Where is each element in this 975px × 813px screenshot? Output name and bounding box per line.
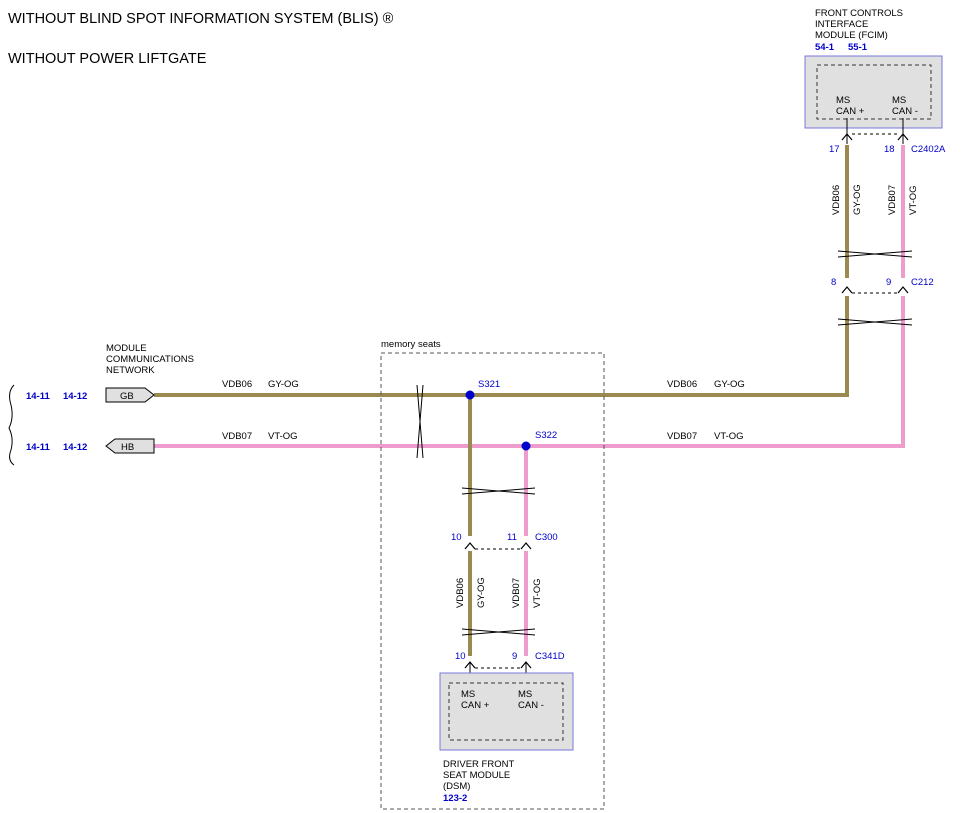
c2402a-pin-18: 18 <box>884 144 895 155</box>
dsm-name-line1: DRIVER FRONT <box>443 759 514 770</box>
hb-page-ref-14-12[interactable]: 14-12 <box>63 442 87 453</box>
dsm-name-line3: (DSM) <box>443 781 470 792</box>
wire-hb-left-circuit: VDB07 <box>222 431 252 442</box>
fcim-internal-boundary <box>816 64 932 120</box>
dsm-module-box <box>439 672 574 751</box>
network-label-line3: NETWORK <box>106 365 155 376</box>
splice-s321 <box>465 390 475 400</box>
c2402a-pin18-arrow-icon <box>897 133 909 141</box>
wire-vdb07-dsm-circuit: VDB07 <box>511 578 522 608</box>
c212-pin8-arrow-icon <box>841 286 853 294</box>
wire-hb-right-circuit: VDB07 <box>667 431 697 442</box>
c300-pin10-arrow-icon <box>464 542 476 550</box>
fcim-module-box <box>804 55 943 129</box>
fcim-pin-ms-can-minus-line1: MS <box>892 95 906 106</box>
twisted-pair-c212-icon <box>837 318 913 326</box>
c341d-pin-9: 9 <box>512 651 517 662</box>
hb-network-tag <box>105 438 155 454</box>
splice-s322 <box>521 441 531 451</box>
network-brace <box>8 384 15 466</box>
c212-pin9-arrow-icon <box>897 286 909 294</box>
c2402a-pin-17: 17 <box>829 144 840 155</box>
twisted-pair-dsm-lower-icon <box>461 628 536 636</box>
fcim-name-line3: MODULE (FCIM) <box>815 30 888 41</box>
wire-vdb07-fcim-circuit: VDB07 <box>887 185 898 215</box>
c341d-pin-10: 10 <box>455 651 466 662</box>
dsm-pin-ms-can-minus-line1: MS <box>518 689 532 700</box>
c300-pin-11: 11 <box>507 532 517 543</box>
wire-gb-right-circuit: VDB06 <box>667 379 697 390</box>
dsm-internal-boundary <box>448 682 564 741</box>
c2402a-connector-label: C2402A <box>911 144 946 155</box>
dsm-page-ref-123-2[interactable]: 123-2 <box>443 793 467 804</box>
wire-vdb06-bus <box>154 296 849 397</box>
twisted-pair-bus-icon <box>416 384 424 459</box>
diagram-title-liftgate: WITHOUT POWER LIFTGATE <box>8 51 207 67</box>
splice-s321-label: S321 <box>478 379 500 390</box>
wire-vdb06-fcim-circuit: VDB06 <box>831 185 842 215</box>
c212-pin-9: 9 <box>886 277 891 288</box>
fcim-pin-ms-can-plus-line1: MS <box>836 95 850 106</box>
c300-connector-label: C300 <box>535 532 558 543</box>
dsm-pin-ms-can-plus-line2: CAN + <box>461 700 490 711</box>
fcim-page-ref-55[interactable]: 55-1 <box>848 42 868 53</box>
network-label-line2: COMMUNICATIONS <box>106 354 194 365</box>
c341d-connector-label: C341D <box>535 651 565 662</box>
c212-pin-8: 8 <box>831 277 836 288</box>
dsm-pin-ms-can-minus-line2: CAN - <box>518 700 544 711</box>
c2402a-pin17-arrow-icon <box>841 133 853 141</box>
wire-hb-right-color: VT-OG <box>714 431 744 442</box>
gb-network-tag <box>105 387 155 403</box>
wire-vdb07-bus <box>154 296 905 448</box>
wire-vdb07-fcim-color: VT-OG <box>908 185 919 215</box>
wire-hb-left-color: VT-OG <box>268 431 298 442</box>
gb-page-ref-14-11[interactable]: 14-11 <box>26 391 50 402</box>
wire-gb-right-color: GY-OG <box>714 379 745 390</box>
hb-page-ref-14-11[interactable]: 14-11 <box>26 442 50 453</box>
memory-seats-region <box>380 352 605 810</box>
memory-seats-label: memory seats <box>381 339 441 350</box>
fcim-page-ref-54[interactable]: 54-1 <box>815 42 835 53</box>
c300-pin11-arrow-icon <box>520 542 532 550</box>
c212-connector-label: C212 <box>911 277 934 288</box>
fcim-pin-ms-can-minus-line2: CAN - <box>892 106 918 117</box>
fcim-name-line2: INTERFACE <box>815 19 868 30</box>
fcim-name-line1: FRONT CONTROLS <box>815 8 903 19</box>
wire-vdb06-fcim-color: GY-OG <box>852 184 863 215</box>
twisted-pair-upper-icon <box>837 250 913 258</box>
twisted-pair-dsm-upper-icon <box>461 487 536 495</box>
hb-network-tag-label: HB <box>121 442 134 453</box>
dsm-name-line2: SEAT MODULE <box>443 770 510 781</box>
wire-vdb06-dsm-circuit: VDB06 <box>455 578 466 608</box>
gb-page-ref-14-12[interactable]: 14-12 <box>63 391 87 402</box>
diagram-title-blis: WITHOUT BLIND SPOT INFORMATION SYSTEM (B… <box>8 11 394 27</box>
wire-vdb07-dsm-color: VT-OG <box>532 578 543 608</box>
dsm-pin-ms-can-plus-line1: MS <box>461 689 475 700</box>
network-label-line1: MODULE <box>106 343 147 354</box>
splice-s322-label: S322 <box>535 430 557 441</box>
gb-network-tag-label: GB <box>120 391 134 402</box>
wire-gb-left-color: GY-OG <box>268 379 299 390</box>
wire-vdb06-dsm-color: GY-OG <box>476 577 487 608</box>
c300-pin-10: 10 <box>451 532 462 543</box>
wire-gb-left-circuit: VDB06 <box>222 379 252 390</box>
fcim-pin-ms-can-plus-line2: CAN + <box>836 106 865 117</box>
